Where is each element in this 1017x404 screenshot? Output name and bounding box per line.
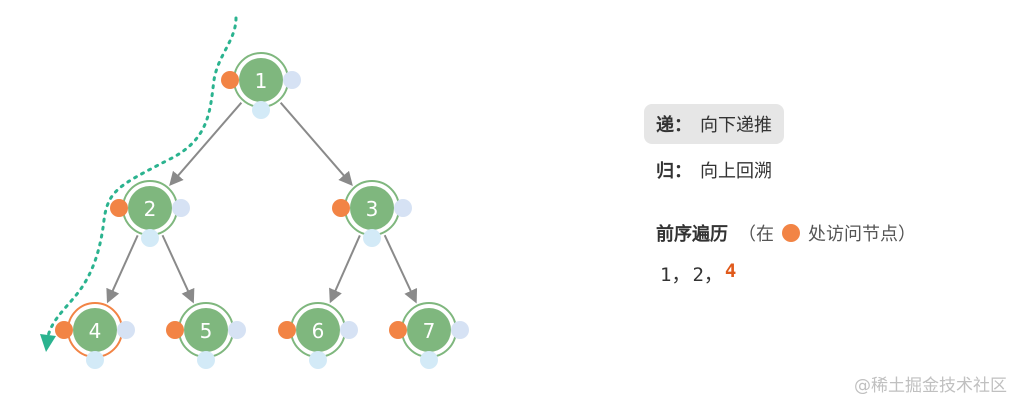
legend-return-text: 向上回溯 xyxy=(700,161,772,182)
node-body xyxy=(239,58,283,102)
node-body xyxy=(184,308,228,352)
traversal-sequence: 1， 2， 4 xyxy=(644,260,1004,287)
tree-node-4: 4 xyxy=(55,302,135,369)
post-order-dot xyxy=(228,321,246,339)
traversal-note-suffix: 处访问节点） xyxy=(808,224,916,245)
tree-node-6: 6 xyxy=(278,302,358,369)
in-order-dot xyxy=(363,229,381,247)
node-body xyxy=(128,186,172,230)
tree-edge-arrow xyxy=(383,234,418,304)
pre-order-dot xyxy=(221,71,239,89)
tree-edge-arrow xyxy=(169,102,243,186)
pre-order-dot-icon xyxy=(782,224,800,242)
legend-return: 归 ： 向上回溯 xyxy=(644,150,1004,190)
legend-return-sep: ： xyxy=(674,161,692,182)
node-label: 6 xyxy=(312,319,325,343)
recursion-path xyxy=(46,16,238,338)
in-order-dot xyxy=(197,351,215,369)
pre-order-dot xyxy=(389,321,407,339)
traversal-note-prefix: （在 xyxy=(738,224,774,245)
post-order-dot xyxy=(117,321,135,339)
node-body xyxy=(350,186,394,230)
sequence-item: 2， xyxy=(692,264,723,286)
sequence-item: 1， xyxy=(660,264,691,286)
in-order-dot xyxy=(86,351,104,369)
node-label: 1 xyxy=(255,69,268,93)
node-label: 5 xyxy=(200,319,213,343)
tree-edge-arrow xyxy=(161,234,195,304)
post-order-dot xyxy=(340,321,358,339)
in-order-dot xyxy=(252,101,270,119)
legend-panel: 递 ： 向下递推 归 ： 向上回溯 前序遍历 （在 处访问节点） 1， 2， 4 xyxy=(644,104,1004,287)
legend-recurse-key: 递 xyxy=(656,115,674,136)
legend-recurse-sep: ： xyxy=(674,115,692,136)
pre-order-dot xyxy=(110,199,128,217)
pre-order-dot xyxy=(278,321,296,339)
node-label: 7 xyxy=(423,319,436,343)
post-order-dot xyxy=(451,321,469,339)
node-label: 3 xyxy=(366,197,379,221)
tree-node-1: 1 xyxy=(221,52,301,119)
node-body xyxy=(407,308,451,352)
traversal-note: （在 处访问节点） xyxy=(738,220,916,246)
tree-node-7: 7 xyxy=(389,302,469,369)
path-arrowhead-icon xyxy=(40,334,56,352)
sequence-current-item: 4 xyxy=(724,260,737,282)
node-label: 4 xyxy=(89,319,102,343)
post-order-dot xyxy=(172,199,190,217)
tree-node-3: 3 xyxy=(332,180,412,247)
node-label: 2 xyxy=(144,197,157,221)
tree-edge-arrow xyxy=(329,235,361,304)
node-body xyxy=(296,308,340,352)
legend-recurse: 递 ： 向下递推 xyxy=(644,104,784,144)
node-body xyxy=(73,308,117,352)
in-order-dot xyxy=(141,229,159,247)
traversal-title-row: 前序遍历 （在 处访问节点） xyxy=(644,220,1004,246)
pre-order-dot xyxy=(55,321,73,339)
tree-edge-arrow xyxy=(106,234,139,304)
post-order-dot xyxy=(283,71,301,89)
traversal-title: 前序遍历 xyxy=(656,224,728,245)
watermark: @稀土掘金技术社区 xyxy=(854,376,1007,396)
in-order-dot xyxy=(420,351,438,369)
tree-node-2: 2 xyxy=(110,180,190,247)
pre-order-dot xyxy=(166,321,184,339)
pre-order-dot xyxy=(332,199,350,217)
legend-return-key: 归 xyxy=(656,161,674,182)
in-order-dot xyxy=(309,351,327,369)
legend-recurse-text: 向下递推 xyxy=(700,115,772,136)
tree-edge-arrow xyxy=(279,102,353,186)
tree-node-5: 5 xyxy=(166,302,246,369)
post-order-dot xyxy=(394,199,412,217)
